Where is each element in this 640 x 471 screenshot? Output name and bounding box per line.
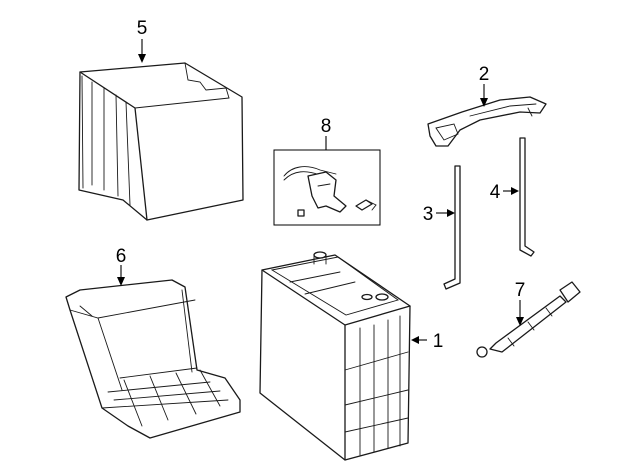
callout-8: 8 [321,116,332,137]
part-7-ground-cable [476,281,581,358]
part-4-hold-down-rod [519,137,535,257]
callout-6: 6 [116,246,127,267]
callout-5: 5 [137,18,148,39]
callout-2: 2 [479,64,490,85]
callout-labels: 5 2 8 4 3 6 7 1 [116,18,526,352]
part-6-battery-tray [65,279,241,439]
part-2-hold-down-clamp [427,96,547,147]
callout-1: 1 [433,331,444,352]
part-1-battery [259,251,411,461]
part-8-terminal-kit [273,149,381,226]
part-3-hold-down-rod [443,165,461,290]
callout-4: 4 [490,182,501,203]
leader-lines [117,39,524,344]
part-5-battery-cover [78,62,244,221]
callout-7: 7 [515,280,526,301]
callout-3: 3 [423,204,434,225]
